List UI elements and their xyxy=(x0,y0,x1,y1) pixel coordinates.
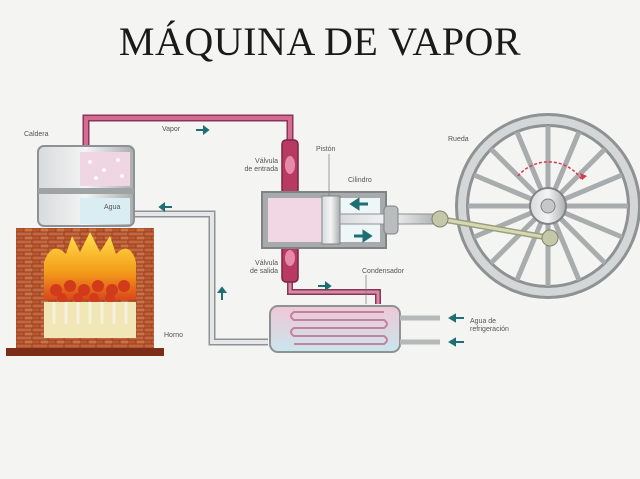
label-caldera: Caldera xyxy=(24,131,49,138)
piston xyxy=(321,195,341,245)
furnace xyxy=(6,228,164,356)
condenser xyxy=(269,305,464,353)
label-valvula-entrada: Válvula de entrada xyxy=(244,158,278,173)
label-piston: Pistón xyxy=(316,146,336,153)
flow-arrows xyxy=(158,125,332,300)
diagram-title: MÁQUINA DE VAPOR xyxy=(118,19,522,64)
label-horno: Horno xyxy=(164,332,184,339)
label-condensador: Condensador xyxy=(362,268,405,275)
leader-lines xyxy=(328,154,367,304)
water-pipe xyxy=(132,210,268,346)
exhaust-pipe xyxy=(287,280,381,304)
label-agua: Agua xyxy=(104,204,121,211)
label-cilindro: Cilindro xyxy=(348,177,372,184)
label-agua-refrigeracion: Agua de refrigeración xyxy=(470,318,509,333)
boiler xyxy=(37,145,135,227)
cylinder xyxy=(261,191,441,249)
connecting-rod xyxy=(431,210,559,247)
label-rueda: Rueda xyxy=(448,136,469,143)
inlet-valve xyxy=(281,139,299,197)
flywheel xyxy=(455,113,640,299)
label-vapor: Vapor xyxy=(162,126,181,133)
steam-pipe xyxy=(82,114,294,150)
label-valvula-salida: Válvula de salida xyxy=(249,260,278,275)
